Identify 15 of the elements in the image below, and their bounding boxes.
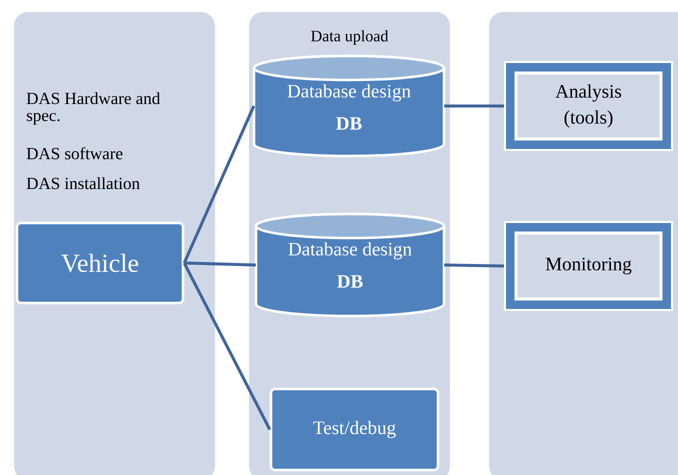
band-heading: Data upload (311, 30, 388, 45)
band-text: DAS software (26, 147, 122, 160)
connector-line (182, 105, 256, 264)
database-cylinder: Database design DB (254, 212, 446, 318)
process-box: Vehicle (16, 222, 184, 304)
tool-box: Monitoring (504, 221, 673, 311)
band-text: DAS Hardware and spec. (26, 92, 160, 125)
connector-line (184, 262, 256, 266)
database-cylinder: Database design DB (252, 54, 446, 158)
connector-line (444, 264, 504, 268)
band-text: DAS installation (26, 177, 140, 190)
tool-box: Analysis (tools) (504, 61, 673, 151)
connector-line (444, 104, 504, 108)
process-box: Test/debug (270, 388, 440, 472)
connector-line (182, 262, 272, 430)
